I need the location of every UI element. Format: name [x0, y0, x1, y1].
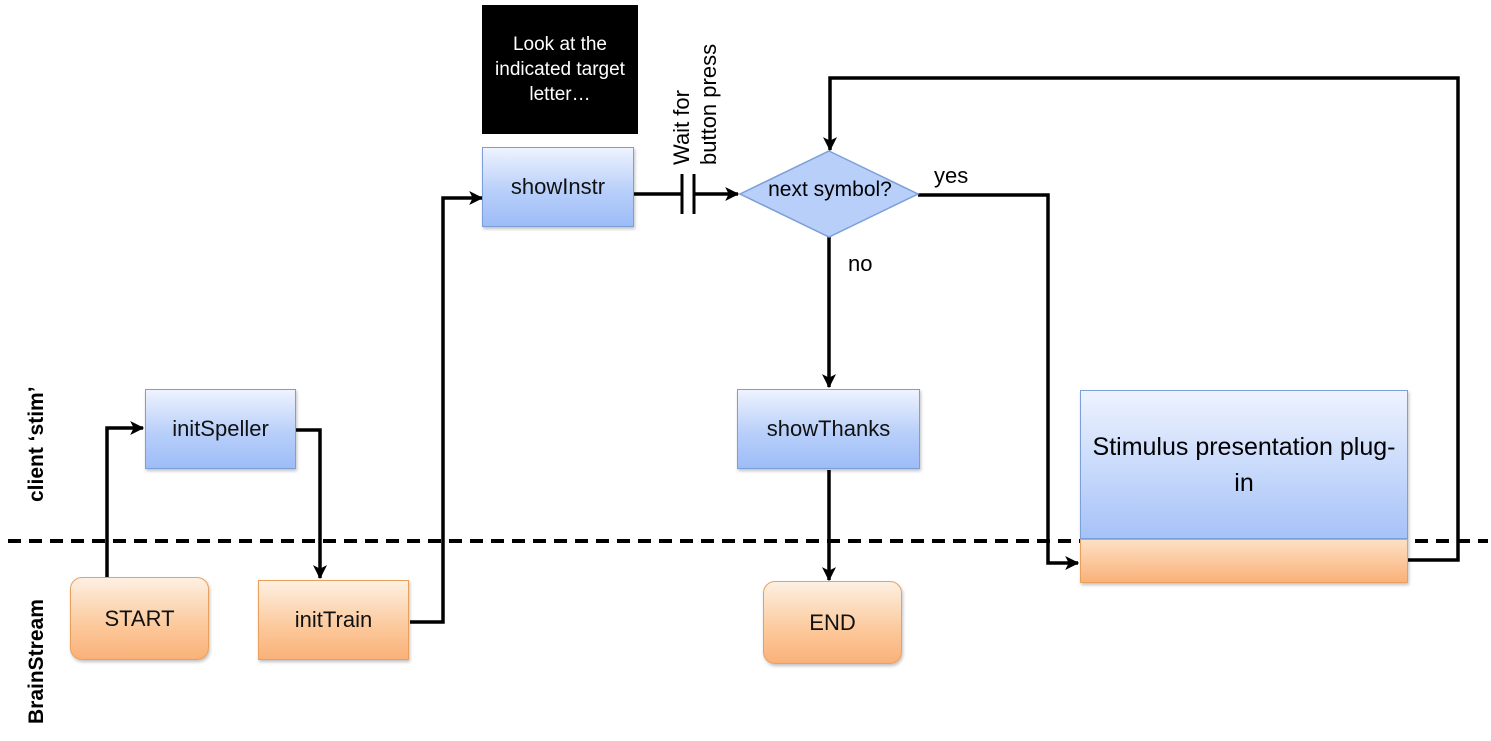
- node-init-train[interactable]: initTrain: [258, 580, 409, 660]
- edge-start-initspeller: [105, 421, 145, 578]
- lane-label-client: client ‘stim’: [25, 386, 48, 502]
- edge-inittrain-showinstr: [410, 191, 484, 624]
- node-end[interactable]: END: [763, 581, 902, 664]
- wait-label-line1: Wait for: [669, 90, 694, 165]
- lane-label-brainstream: BrainStream: [25, 599, 48, 724]
- edge-decision-stimulus: [918, 193, 1080, 570]
- node-stimulus-client-part: Stimulus presentation plug-in: [1080, 390, 1408, 539]
- node-init-train-label: initTrain: [294, 607, 373, 632]
- decision-diamond: [738, 150, 920, 238]
- node-init-speller-label: initSpeller: [172, 416, 269, 441]
- node-init-speller[interactable]: initSpeller: [145, 389, 296, 469]
- node-stimulus-label: Stimulus presentation plug-in: [1092, 432, 1396, 497]
- node-start-label: START: [104, 605, 175, 631]
- node-show-thanks[interactable]: showThanks: [737, 389, 920, 469]
- edge-label-no: no: [848, 251, 873, 276]
- instruction-note: Look at the indicated target letter…: [482, 5, 638, 134]
- edge-label-yes: yes: [934, 163, 969, 188]
- node-start[interactable]: START: [70, 577, 209, 660]
- node-show-instr-label: showInstr: [510, 174, 606, 199]
- edge-initspeller-inittrain: [296, 428, 327, 580]
- instruction-note-text: Look at the indicated target letter…: [495, 34, 625, 105]
- wait-label-line2: button press: [696, 43, 721, 165]
- node-end-label: END: [809, 609, 856, 635]
- edge-stimulus-loop: [823, 76, 1460, 562]
- node-stimulus-plugin[interactable]: Stimulus presentation plug-in: [1080, 390, 1408, 583]
- node-decision-label[interactable]: next symbol?: [768, 178, 892, 201]
- node-show-thanks-label: showThanks: [766, 416, 891, 441]
- node-stimulus-brainstream-part: [1080, 539, 1408, 583]
- node-show-instr[interactable]: showInstr: [482, 147, 634, 227]
